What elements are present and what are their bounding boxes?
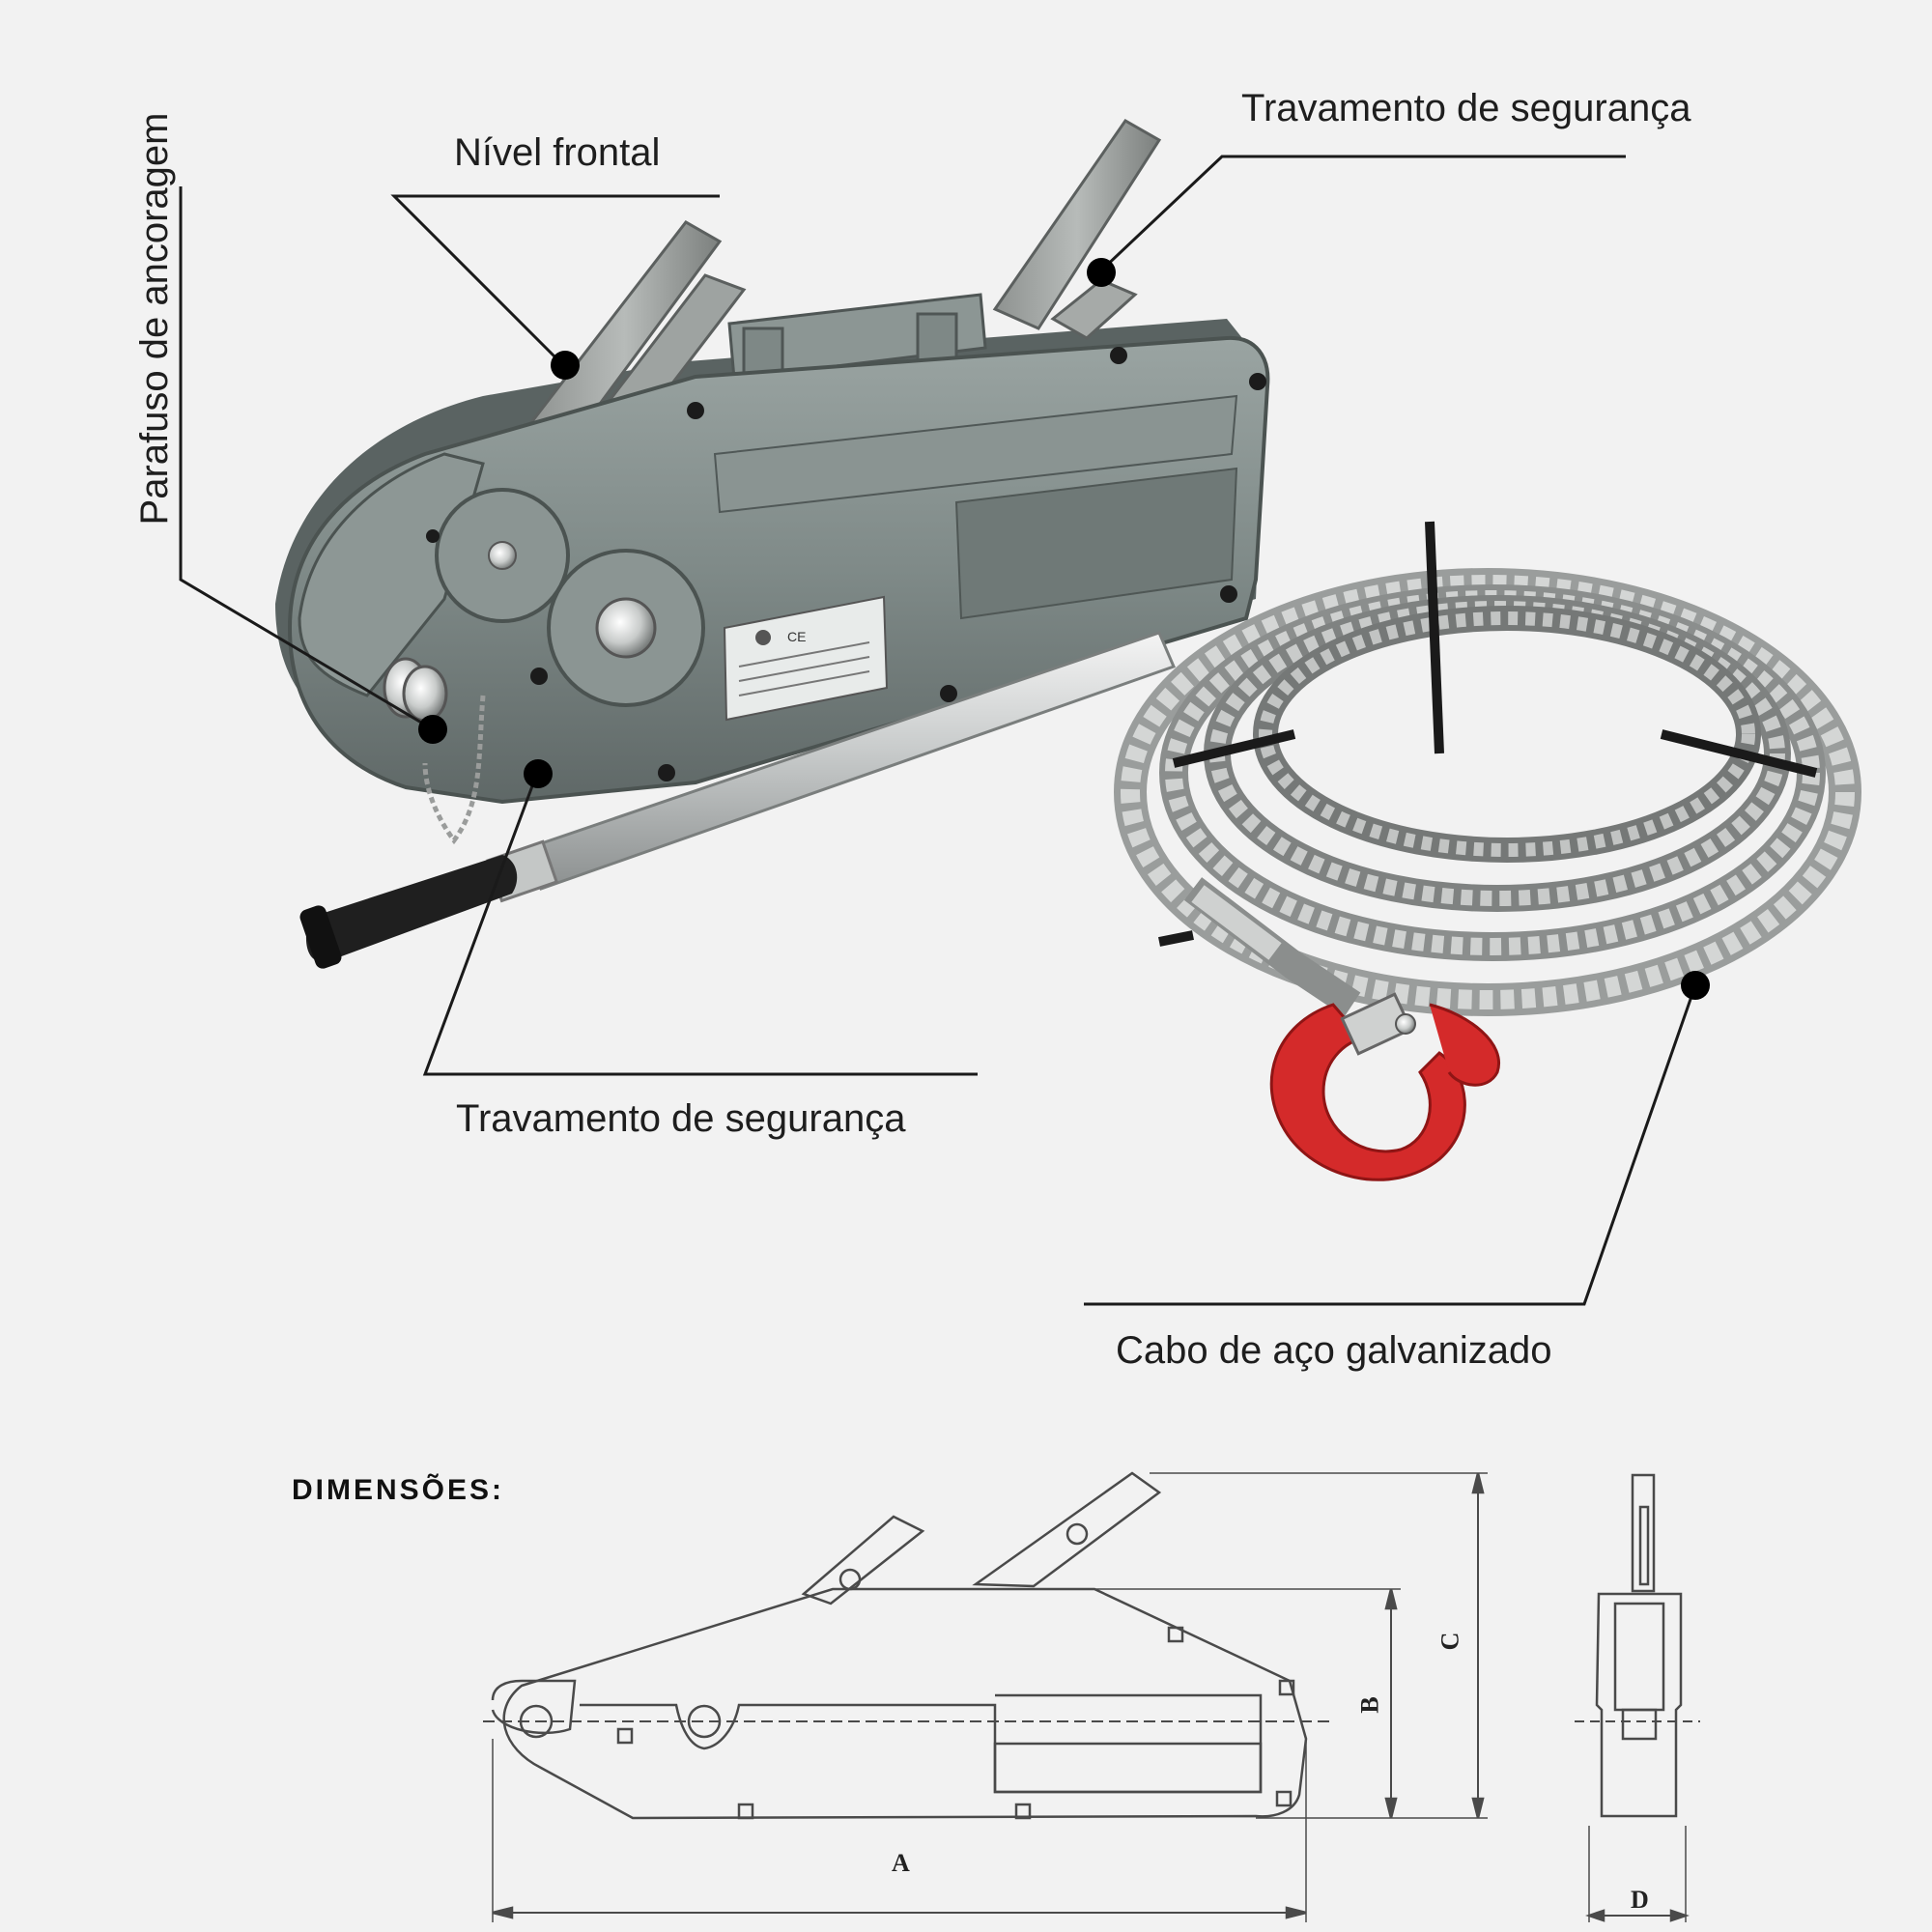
- svg-text:CE: CE: [787, 629, 806, 644]
- reverse-lever: [992, 119, 1162, 340]
- callout-safety-lock-top: Travamento de segurança: [1241, 87, 1691, 129]
- hook: [1269, 992, 1500, 1181]
- callout-anchor-bolt: Parafuso de ancoragem: [133, 112, 176, 526]
- dimension-label-b: B: [1355, 1696, 1384, 1714]
- callout-safety-lock-bottom: Travamento de segurança: [456, 1097, 906, 1140]
- dimension-label-d: D: [1631, 1886, 1649, 1914]
- rating-plate: CE: [723, 595, 889, 722]
- winch-body: CE: [275, 119, 1270, 845]
- dimension-drawing-end: [1575, 1473, 1700, 1922]
- galvanized-cable-coil: [1114, 521, 1861, 1017]
- leader-lines: [179, 155, 1697, 1306]
- dimensions-heading: DIMENSÕES:: [292, 1474, 505, 1506]
- dimension-drawing-side: [483, 1471, 1488, 1922]
- callout-dots: [418, 258, 1710, 1000]
- dimension-label-a: A: [892, 1849, 910, 1877]
- dimension-label-c: C: [1435, 1632, 1464, 1651]
- anchor-pin: [383, 657, 448, 723]
- body-bolts: [426, 347, 1266, 781]
- callout-front-lever: Nível frontal: [454, 131, 661, 174]
- callout-galvanized-cable: Cabo de aço galvanizado: [1116, 1329, 1552, 1372]
